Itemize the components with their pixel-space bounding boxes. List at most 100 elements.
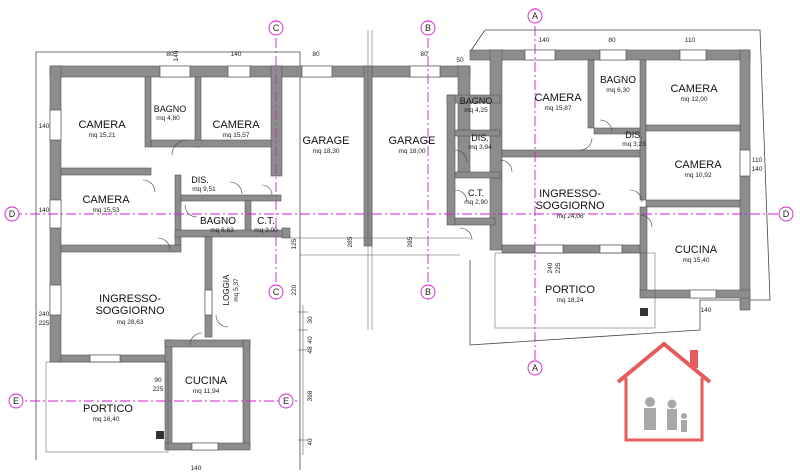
axis-e-left-label: E xyxy=(13,396,19,406)
dimension-labels: 80 140 140 80 80 50 140 80 110 140 140 2… xyxy=(39,37,763,472)
room-labels-garage: GARAGE mq 18,30 GARAGE mq 18,00 xyxy=(302,135,435,155)
dim-label: 80 xyxy=(166,51,174,58)
dim-label: 40 xyxy=(307,336,314,344)
room-garage-1-name: GARAGE xyxy=(302,135,349,147)
room-camera-e3-area: mq 10,92 xyxy=(684,172,711,179)
axis-lines xyxy=(12,8,790,402)
room-camera-nw-name: CAMERA xyxy=(78,119,126,131)
axis-b-top-label: B xyxy=(425,23,431,33)
axis-c-bottom-label: C xyxy=(273,287,280,297)
lot-boundary-west xyxy=(35,51,301,470)
room-bagno-nw-area: mq 4,80 xyxy=(156,115,180,122)
room-loggia-name: LOGGIA xyxy=(222,274,231,305)
room-camera-e1-area: mq 15,87 xyxy=(544,105,571,112)
room-portico-e-name: PORTICO xyxy=(545,284,595,296)
dim-label: 140 xyxy=(39,123,50,130)
room-ingresso-e-name2: SOGGIORNO xyxy=(535,200,605,212)
dim-label: 110 xyxy=(685,37,696,44)
dim-label: 398 xyxy=(307,390,314,401)
room-cucina-w-name: CUCINA xyxy=(185,375,228,387)
room-dis-e2-area: mq 3,23 xyxy=(622,141,646,148)
room-dis-e1-area: mq 3,94 xyxy=(468,144,492,151)
dim-label: 140 xyxy=(539,37,550,44)
room-labels-west: CAMERA mq 15,21 BAGNO mq 4,80 CAMERA mq … xyxy=(78,104,278,423)
axis-b-bottom: B xyxy=(420,284,436,300)
dim-label: 140 xyxy=(39,207,50,214)
dim-label: 30 xyxy=(307,316,314,324)
dim-label: 285 xyxy=(407,236,414,247)
room-dis-w-name: DIS. xyxy=(191,175,209,185)
axis-a-top-label: A xyxy=(532,11,538,21)
dim-label: 80 xyxy=(608,37,616,44)
room-dis-w-area: mq 9,51 xyxy=(192,186,216,193)
dim-label: 285 xyxy=(347,236,354,247)
dimension-chain xyxy=(298,305,308,455)
room-portico-w-name: PORTICO xyxy=(83,403,133,415)
dim-label: 225 xyxy=(555,262,562,273)
room-garage-1-area: mq 18,30 xyxy=(312,148,339,155)
dim-label: 140 xyxy=(701,307,712,314)
lot-boundary-east xyxy=(469,29,771,346)
axis-e-right-label: E xyxy=(283,396,289,406)
portico-west-outline xyxy=(45,361,169,453)
axis-labels: A A B B C C D D xyxy=(4,8,794,409)
portico-east-outline xyxy=(494,252,656,329)
dim-label: 80 xyxy=(420,51,428,58)
dim-label: 125 xyxy=(291,238,298,249)
axis-d-right-label: D xyxy=(783,209,790,219)
axis-d-left-label: D xyxy=(9,209,16,219)
room-cucina-e-name: CUCINA xyxy=(675,244,718,256)
east-windows xyxy=(524,49,751,299)
room-bagno-nw-name: BAGNO xyxy=(154,104,187,114)
room-camera-nw-area: mq 15,21 xyxy=(88,132,115,139)
room-ct-w-area: mq 3,00 xyxy=(254,227,278,234)
dim-label: 50 xyxy=(456,57,464,64)
dim-label: 110 xyxy=(752,157,763,164)
axis-a-bottom-label: A xyxy=(532,363,538,373)
room-bagno-w2-name: BAGNO xyxy=(200,216,236,227)
room-camera-e1-name: CAMERA xyxy=(534,92,582,104)
dim-label: 225 xyxy=(153,386,164,393)
room-ingresso-w-area: mq 28,63 xyxy=(116,319,143,326)
room-ingresso-w-name: INGRESSO- xyxy=(99,293,161,305)
doors xyxy=(142,119,653,346)
room-bagno-e2-area: mq 6,30 xyxy=(606,87,630,94)
room-ct-e-area: mq 2,90 xyxy=(464,199,488,206)
dim-label: 140 xyxy=(231,51,242,58)
room-ct-w-name: C.T. xyxy=(257,216,275,227)
dim-label: 240 xyxy=(39,311,50,318)
room-camera-e2-area: mq 12,00 xyxy=(680,96,707,103)
axis-c-top-label: C xyxy=(273,23,280,33)
downpipe-marker xyxy=(156,431,164,439)
dim-label: 48 xyxy=(307,346,314,354)
room-camera-nc-name: CAMERA xyxy=(212,119,260,131)
axis-c-top: C xyxy=(268,20,284,36)
axis-e-right: E xyxy=(278,393,294,409)
dim-label: 140 xyxy=(752,166,763,173)
house-family-logo xyxy=(616,341,712,442)
room-camera-nc-area: mq 15,57 xyxy=(222,132,249,139)
dim-label: 40 xyxy=(307,438,314,446)
axis-d-left: D xyxy=(4,206,20,222)
room-cucina-w-area: mq 11,94 xyxy=(193,388,220,395)
axis-e-left: E xyxy=(8,393,24,409)
dim-label: 90 xyxy=(154,377,162,384)
room-bagno-w2-area: mq 6,63 xyxy=(210,227,234,234)
axis-b-bottom-label: B xyxy=(425,287,431,297)
room-camera-e2-name: CAMERA xyxy=(670,83,718,95)
room-cucina-e-area: mq 15,40 xyxy=(682,257,709,264)
axis-c-bottom: C xyxy=(268,284,284,300)
room-portico-w-area: mq 16,40 xyxy=(92,416,119,423)
room-camera-w2-area: mq 15,53 xyxy=(92,207,119,214)
dim-label: 220 xyxy=(291,284,298,295)
room-dis-e2-name: DIS. xyxy=(625,130,643,140)
room-camera-w2-name: CAMERA xyxy=(82,194,130,206)
downpipe-marker-east xyxy=(640,308,648,316)
room-dis-e1-name: DIS. xyxy=(471,133,489,143)
room-garage-2-name: GARAGE xyxy=(388,135,435,147)
room-loggia-area: mq 5,37 xyxy=(233,278,240,302)
dim-label: 225 xyxy=(39,320,50,327)
room-ingresso-w-name2: SOGGIORNO xyxy=(95,305,165,317)
room-bagno-e2-name: BAGNO xyxy=(600,75,636,86)
